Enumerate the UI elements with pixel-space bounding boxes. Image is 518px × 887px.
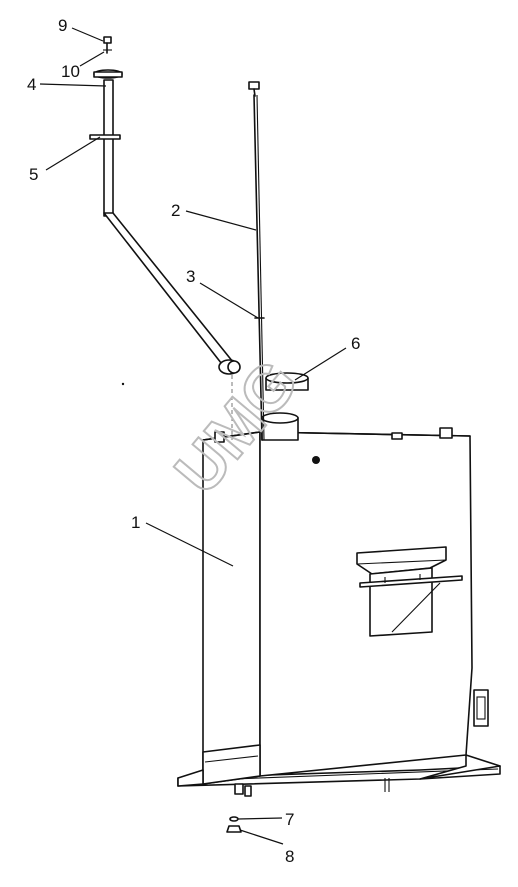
callout-labels: 1 2 3 4 5 6 7 8 9 10 [27, 16, 360, 866]
callout-7: 7 [285, 810, 294, 829]
callout-4: 4 [27, 75, 36, 94]
level-rod [248, 81, 265, 441]
tank-bracket [356, 546, 463, 637]
callout-2: 2 [171, 201, 180, 220]
callout-3: 3 [186, 267, 195, 286]
callout-8: 8 [285, 847, 294, 866]
filler-cap [265, 372, 309, 391]
drain-plug [226, 816, 242, 833]
callout-1: 1 [131, 513, 140, 532]
callout-6: 6 [351, 334, 360, 353]
callout-9: 9 [58, 16, 67, 35]
leader-lines [39, 27, 347, 845]
callout-5: 5 [29, 165, 38, 184]
callout-10: 10 [61, 62, 80, 81]
fuel-tank [177, 375, 501, 797]
suction-pipe [89, 69, 241, 375]
top-bolt [103, 36, 112, 54]
